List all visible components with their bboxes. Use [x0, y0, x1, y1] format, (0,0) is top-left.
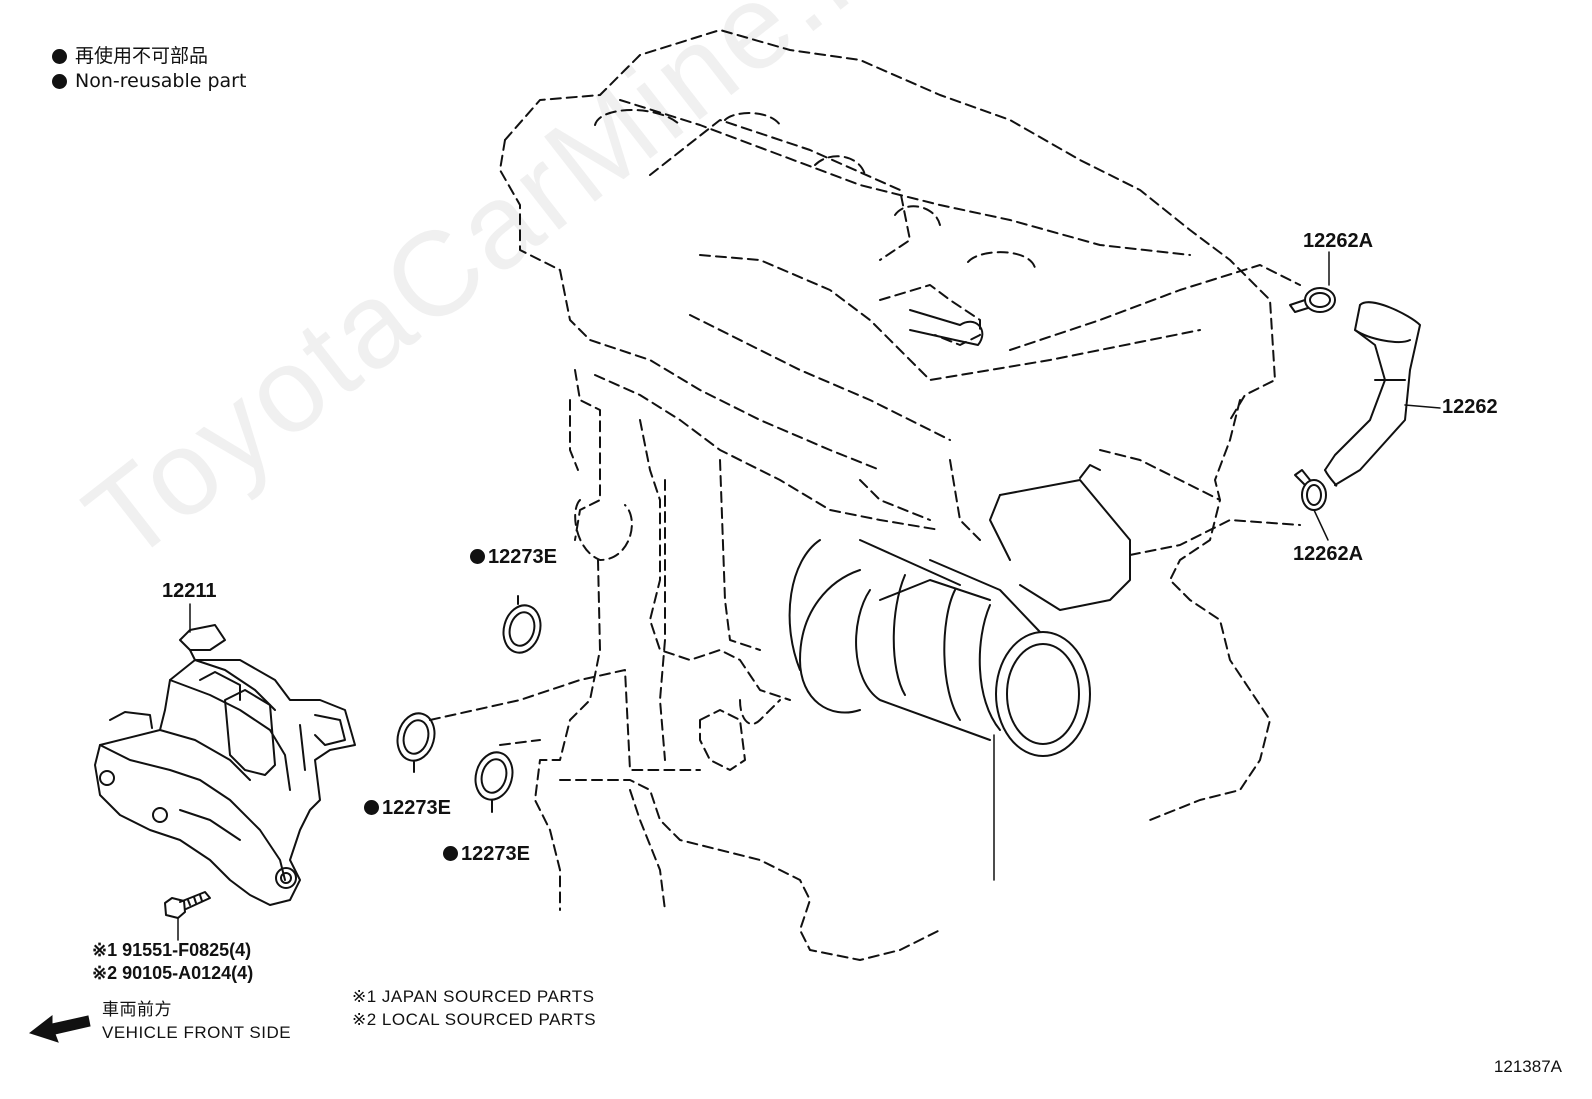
direction-label-ja: 車両前方	[102, 1000, 172, 1019]
part-label-hose-clamp-top[interactable]: 12262A	[1303, 230, 1374, 252]
part-label-bolt-japan[interactable]: ※1 91551-F0825(4)	[92, 940, 252, 960]
note-local-sourced: ※2 LOCAL SOURCED PARTS	[352, 1010, 597, 1029]
legend-non-reusable-ja: 再使用不可部品	[75, 45, 209, 67]
non-reusable-dot-icon	[52, 74, 67, 89]
part-label-gasket-top[interactable]: 12273E	[470, 546, 557, 569]
direction-label-en: VEHICLE FRONT SIDE	[102, 1023, 292, 1042]
non-reusable-dot-icon	[364, 800, 379, 815]
intake-cylinder	[788, 464, 1131, 757]
pcv-hose	[1324, 301, 1421, 487]
direction-label: 車両前方 VEHICLE FRONT SIDE	[102, 998, 291, 1044]
oil-separator	[94, 624, 356, 906]
part-label-hose[interactable]: 12262	[1442, 396, 1498, 418]
part-label-separator[interactable]: 12211	[162, 580, 217, 602]
part-label-bolt-local[interactable]: ※2 90105-A0124(4)	[92, 963, 254, 983]
note-japan-sourced: ※1 JAPAN SOURCED PARTS	[352, 987, 595, 1006]
hose-clamp-bottom	[1294, 469, 1327, 511]
leader-lines	[177, 251, 1441, 941]
front-direction-arrow-icon	[28, 1014, 91, 1043]
part-label-gasket-left[interactable]: 12273E	[364, 797, 451, 820]
gasket-top-number: 12273E	[488, 546, 557, 568]
gasket-right-number: 12273E	[461, 843, 530, 865]
non-reusable-dot-icon	[470, 549, 485, 564]
sourcing-notes: ※1 JAPAN SOURCED PARTS ※2 LOCAL SOURCED …	[352, 985, 596, 1031]
legend-non-reusable-en: Non-reusable part	[75, 70, 247, 92]
part-label-hose-clamp-bottom[interactable]: 12262A	[1293, 543, 1364, 565]
gasket-left	[396, 712, 436, 773]
figure-number: 121387A	[1493, 1057, 1562, 1076]
gasket-right	[474, 751, 514, 813]
non-reusable-dot-icon	[52, 49, 67, 64]
bolt	[164, 891, 211, 919]
legend-row-en: Non-reusable part	[52, 69, 246, 94]
non-reusable-dot-icon	[443, 846, 458, 861]
gasket-left-number: 12273E	[382, 797, 451, 819]
gasket-top	[502, 595, 542, 654]
legend-row-ja: 再使用不可部品	[52, 44, 246, 69]
part-label-gasket-right[interactable]: 12273E	[443, 843, 530, 866]
engine-outline	[429, 29, 1301, 961]
oil-filler-pipe	[909, 309, 984, 346]
legend: 再使用不可部品 Non-reusable part	[52, 44, 246, 94]
hose-clamp-top	[1289, 287, 1336, 313]
